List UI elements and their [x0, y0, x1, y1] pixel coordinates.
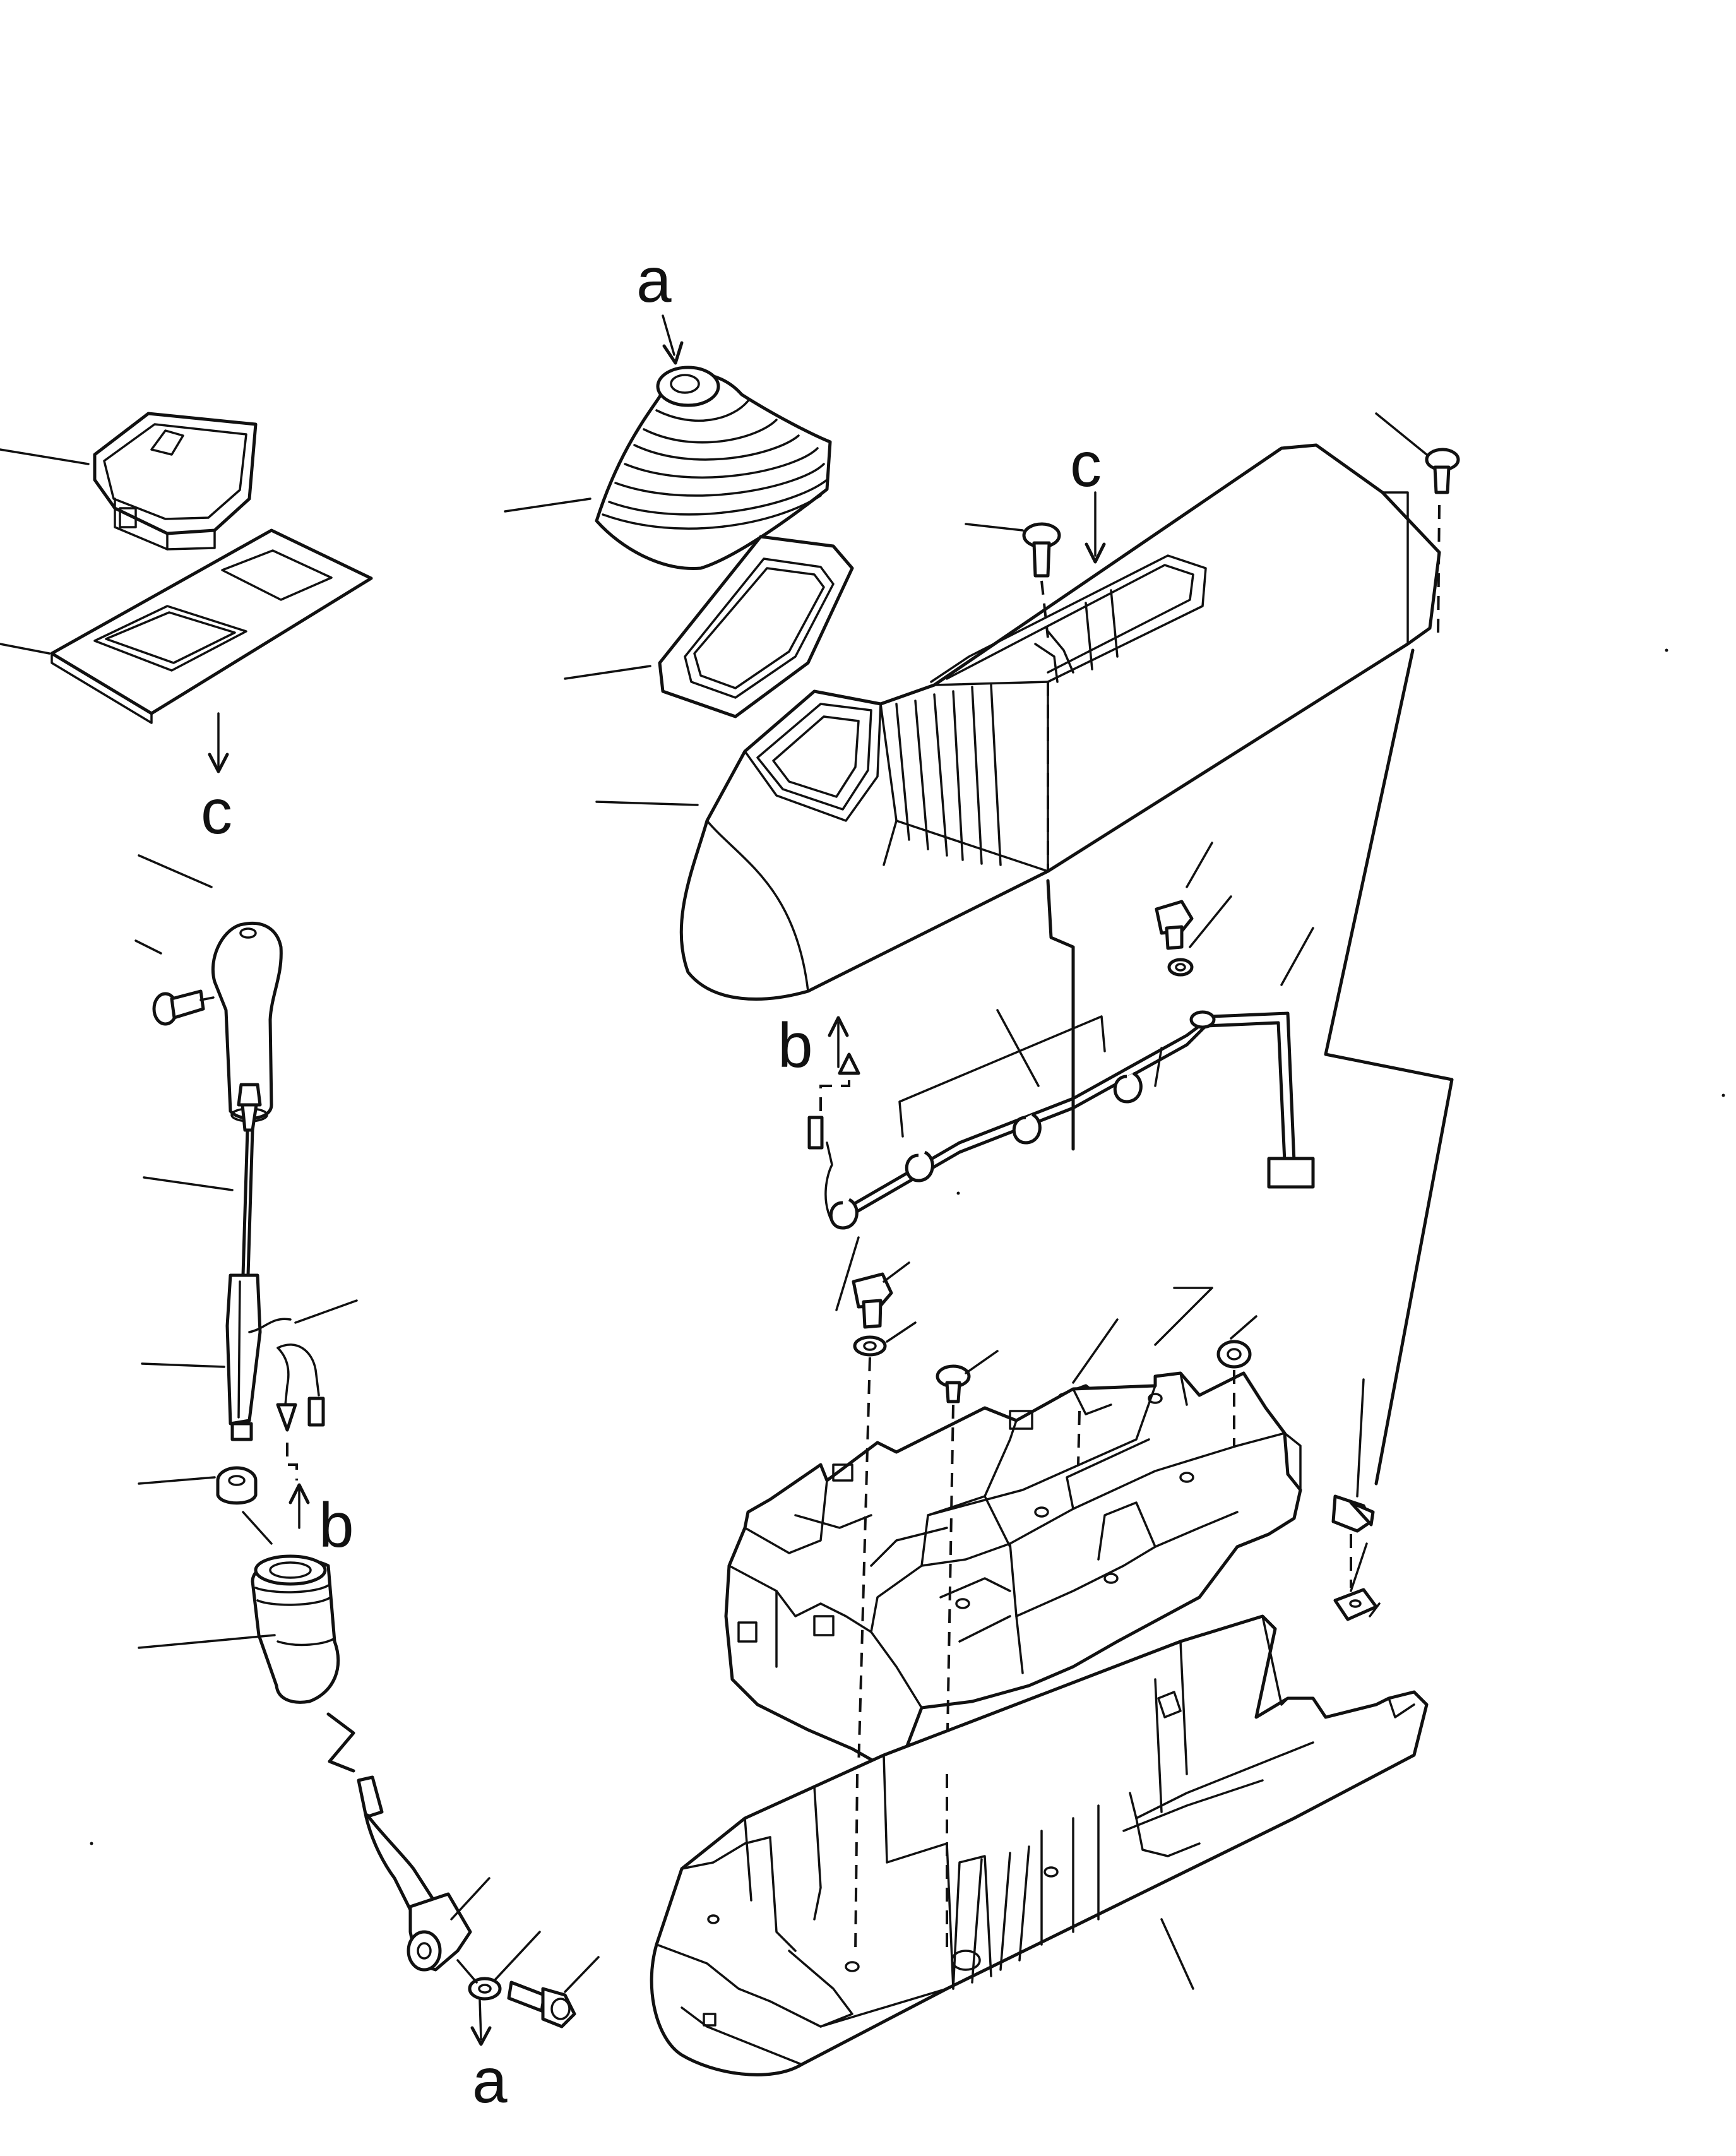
break-line-right: [1324, 648, 1454, 1486]
speck: [956, 1191, 960, 1195]
gear-boot: [595, 366, 832, 570]
label-b-lower: b: [319, 1490, 354, 1561]
speck: [90, 1842, 93, 1845]
leader-small-boot: [138, 1634, 276, 1649]
leader-screw-center: [965, 523, 1024, 532]
leader-washer-mid: [886, 1321, 917, 1343]
leader-tray: [1160, 1918, 1194, 1990]
harness-clip-bracket: [898, 1015, 1106, 1138]
speck: [1665, 648, 1668, 652]
leader-gear-boot: [504, 497, 592, 513]
console-upper-cover: [679, 443, 1441, 1001]
label-c-right: c: [1070, 429, 1102, 500]
leader-harness-clip: [996, 1009, 1040, 1087]
wiring-harness: [807, 1010, 1315, 1230]
arrow-a-top-shaft: [662, 314, 675, 356]
label-a-bottom: a: [472, 2046, 508, 2116]
bracket-bolt-mid: [852, 1272, 893, 1357]
bolt-mid-hidden: [857, 1357, 871, 1768]
leader-side-bolt: [1356, 1378, 1365, 1498]
clip-hidden: [1077, 1410, 1081, 1465]
arrow-c-right-head: [1085, 542, 1106, 564]
leader-wire: [294, 1299, 358, 1324]
leader-clamp: [1154, 1047, 1163, 1087]
leader-bolt: [564, 1956, 600, 1993]
leader-lever-body: [141, 1362, 225, 1368]
label-a-top: a: [636, 245, 672, 316]
bracket-bolt-upper: [1155, 900, 1194, 977]
leader-bolt-mid: [883, 1261, 910, 1283]
leader-lower-lever: [450, 1877, 490, 1921]
lever-wire-connector: [276, 1343, 325, 1480]
label-c-left: c: [201, 777, 232, 847]
leader-lever-rod: [143, 1176, 234, 1191]
lower-lever: [357, 1775, 472, 1972]
clip-nut-line: [1369, 1602, 1381, 1617]
break-line-lower: [326, 1712, 355, 1773]
nut-to-boot-line: [242, 1511, 273, 1545]
small-boot: [251, 1554, 340, 1704]
leader-bezel: [0, 643, 51, 655]
lever-nut: [216, 1466, 258, 1505]
leader-rivet: [965, 1350, 999, 1374]
leader-bracket-2: [1154, 1287, 1213, 1346]
arrow-a-bottom-shaft: [479, 1999, 482, 2040]
leader-washer: [494, 1931, 541, 1980]
lever-to-washer-line: [456, 1959, 478, 1984]
lower-washer: [468, 1977, 502, 2001]
leader-nut: [138, 1476, 216, 1485]
cover-screw-center: [1022, 522, 1061, 578]
arrow-b-lower-head: [288, 1483, 310, 1504]
nut-right: [1216, 1340, 1252, 1369]
speck: [1721, 1093, 1725, 1097]
leader-harness-end: [835, 1236, 860, 1311]
leader-bolt-upper: [1186, 842, 1213, 888]
leader-console-cover: [595, 801, 699, 806]
lower-bolt: [507, 1980, 576, 2028]
rivet-hidden: [946, 1404, 954, 1768]
leader-retainer: [564, 665, 651, 680]
leader-screw-right: [1375, 412, 1428, 456]
tray-hidden-left: [854, 1773, 859, 1955]
arrow-c-left-head: [208, 753, 229, 773]
leader-knob-screw: [134, 939, 162, 955]
leader-switch: [0, 448, 90, 465]
arrow-a-bottom-head: [470, 2026, 492, 2046]
side-bolt: [1331, 1494, 1375, 1533]
arrow-a-top-head: [662, 341, 684, 365]
console-lower-tray: [650, 1614, 1429, 2076]
boot-retainer: [658, 535, 854, 718]
leader-clip: [1072, 1318, 1119, 1384]
knob-screw: [152, 989, 215, 1026]
screw-center-hidden: [1040, 580, 1049, 638]
lever-rod: [225, 1083, 292, 1441]
leader-nut-right: [1230, 1315, 1257, 1340]
switch: [93, 412, 258, 551]
break-line-center: [1046, 879, 1075, 1151]
leader-knob: [138, 854, 213, 888]
leader-harness: [1280, 927, 1314, 986]
bezel-plate: [50, 528, 373, 724]
rivet: [936, 1364, 971, 1403]
console-frame: [724, 1371, 1302, 1776]
leader-clip-nut: [1350, 1542, 1368, 1592]
leader-washer-upper: [1189, 895, 1232, 948]
arrow-b-upper-head: [828, 1016, 849, 1037]
cover-screw-right: [1425, 448, 1460, 494]
label-b-upper: b: [778, 1010, 813, 1081]
